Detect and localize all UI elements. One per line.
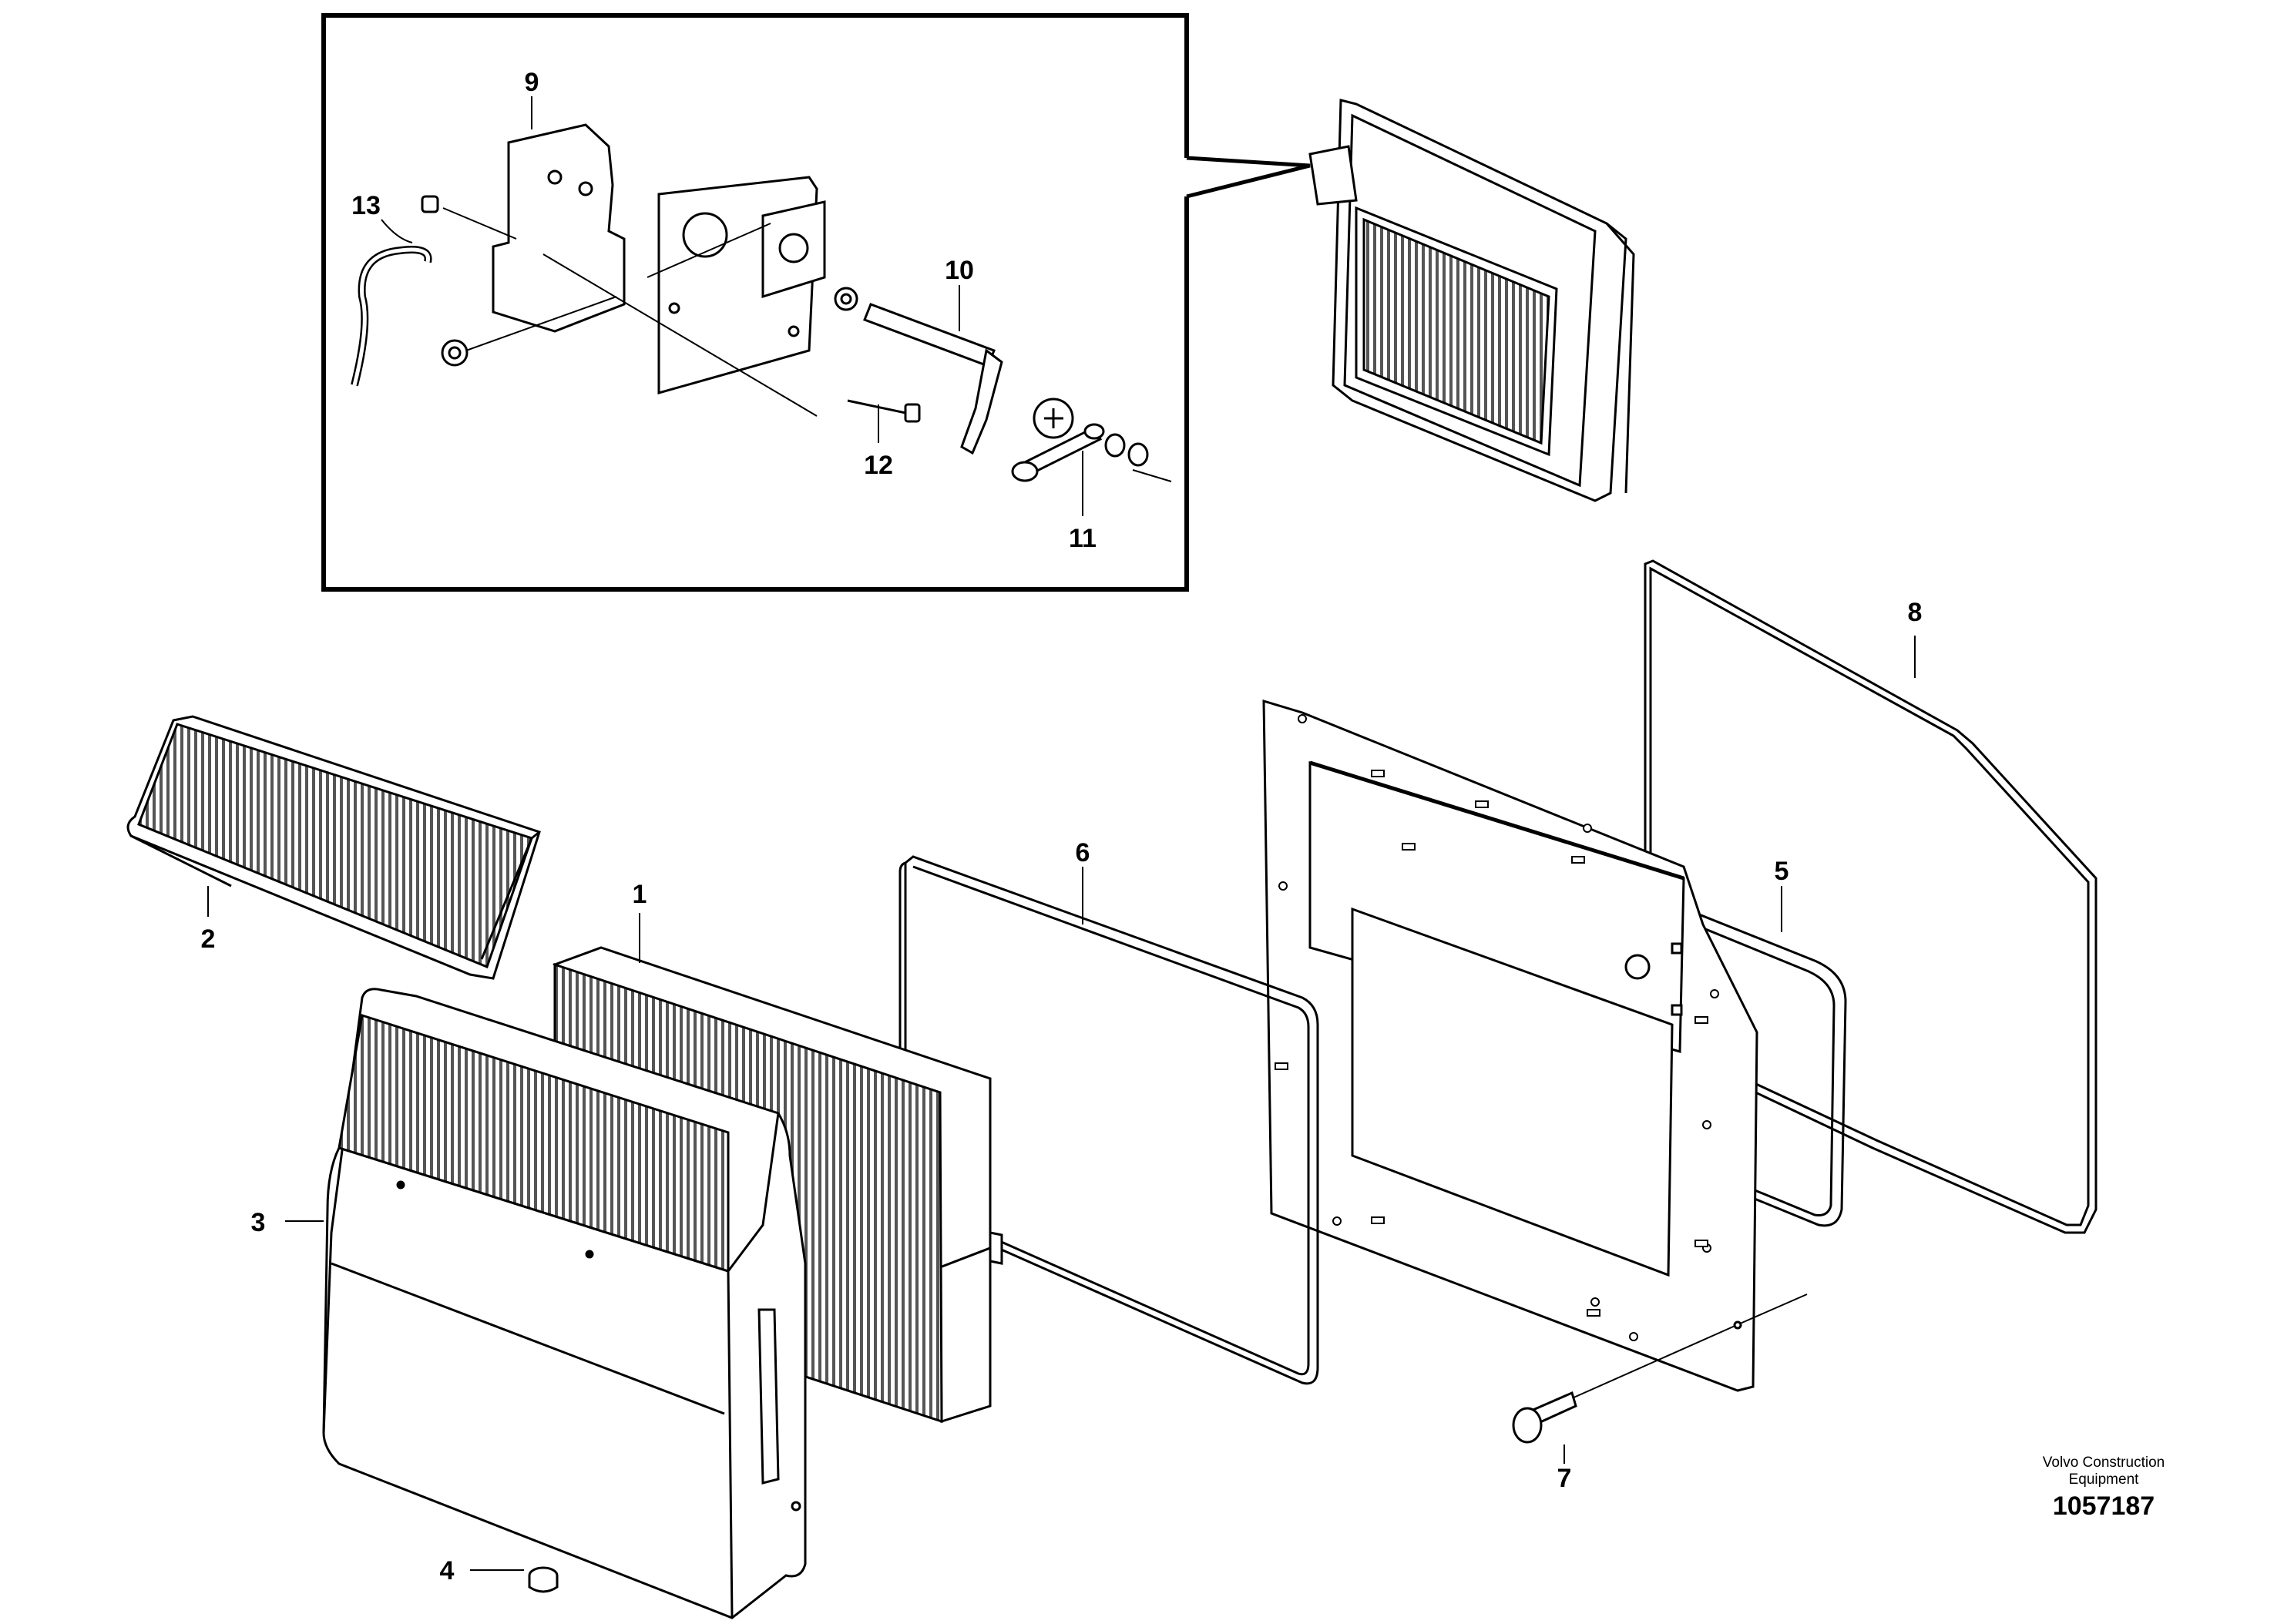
mounting-plate: [1262, 699, 1758, 1392]
inset-callout-leaders: [381, 96, 1083, 516]
brand-line-1: Volvo Construction: [2042, 1455, 2165, 1471]
brand-line-2: Equipment: [2068, 1471, 2139, 1488]
callout-3: 3: [251, 1208, 266, 1237]
callout-6: 6: [1076, 838, 1090, 867]
callout-5: 5: [1775, 857, 1789, 886]
mounting-bracket: [657, 176, 826, 394]
detail-inset-frame: [321, 13, 1311, 592]
brand-label: Volvo Construction Equipment: [1973, 1455, 2235, 1488]
callout-11: 11: [1069, 524, 1097, 553]
main-leader-lines: [207, 636, 1916, 1571]
part-4-grommet: [528, 1566, 559, 1593]
plate-studs: [1275, 714, 1719, 1341]
callout-1: 1: [633, 880, 647, 909]
part-7-screw: [1512, 1293, 1808, 1444]
part-9-actuator: [492, 123, 626, 333]
callout-9: 9: [525, 68, 539, 97]
part-13-hose: [351, 246, 432, 387]
part-8-gasket: [1644, 559, 2098, 1234]
inset-fasteners: [421, 195, 921, 423]
document-number: 1057187: [2052, 1491, 2155, 1521]
inset-leader-lines: [442, 207, 1172, 482]
part-6-seal-frame: [898, 855, 1319, 1385]
callout-8: 8: [1908, 598, 1923, 627]
callout-13: 13: [351, 191, 381, 220]
assembly-overview: [1308, 99, 1635, 502]
part-10-linkage: [863, 303, 1149, 482]
callout-12: 12: [864, 451, 893, 480]
callout-2: 2: [201, 924, 216, 954]
callout-4: 4: [440, 1556, 455, 1585]
callout-10: 10: [945, 256, 974, 285]
part-3-cover: [322, 988, 807, 1619]
part-2-filter-element: [126, 715, 541, 980]
callout-7: 7: [1557, 1464, 1572, 1493]
